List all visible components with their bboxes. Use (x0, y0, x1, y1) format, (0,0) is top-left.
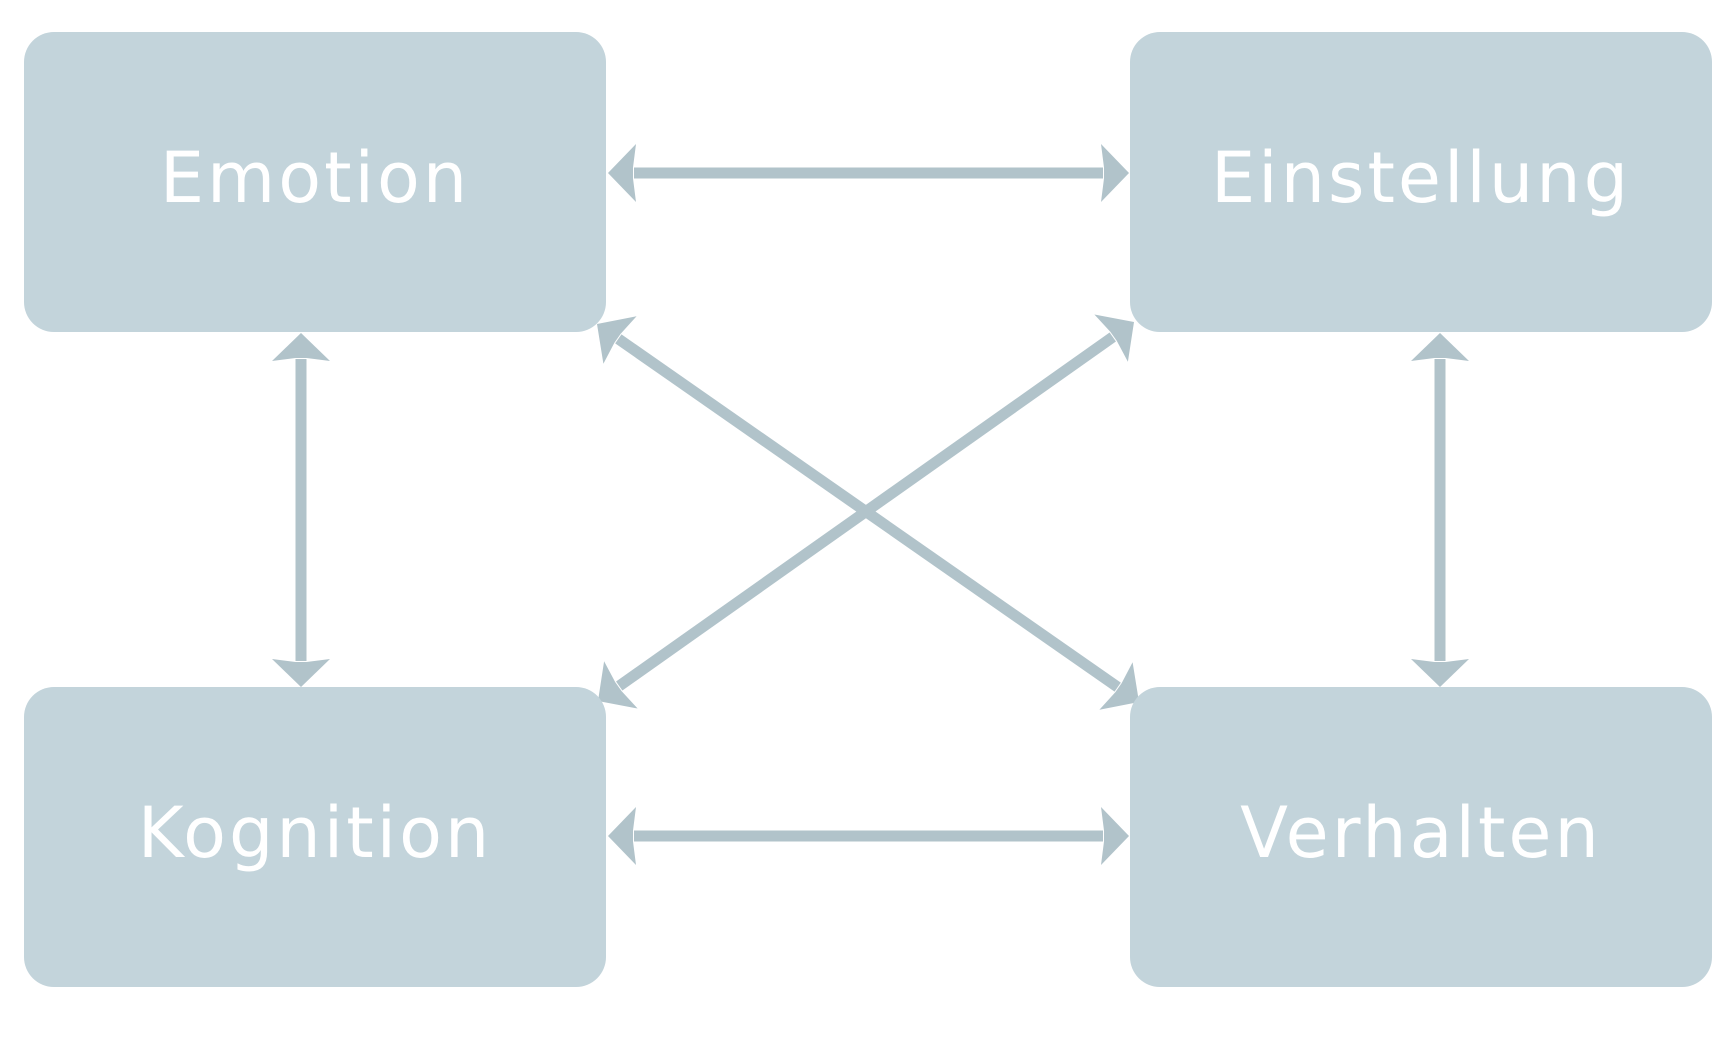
node-emotion: Emotion (24, 32, 606, 332)
arrowhead-kognition-verhalten-start (608, 807, 636, 865)
arrowhead-emotion-einstellung-start (608, 144, 636, 202)
node-emotion-label: Emotion (159, 137, 471, 219)
node-einstellung-label: Einstellung (1210, 137, 1632, 219)
arrowhead-kognition-verhalten-end (1101, 807, 1129, 865)
node-einstellung: Einstellung (1130, 32, 1712, 332)
node-verhalten-label: Verhalten (1240, 792, 1602, 874)
connector-einstellung-kognition (616, 332, 1116, 691)
node-kognition-label: Kognition (137, 792, 493, 874)
arrowhead-einstellung-kognition-start (1094, 314, 1134, 362)
arrowhead-emotion-verhalten-start (597, 316, 637, 364)
arrowhead-einstellung-verhalten-start (1411, 333, 1469, 361)
node-kognition: Kognition (24, 687, 606, 987)
node-verhalten: Verhalten (1130, 687, 1712, 987)
arrowhead-emotion-kognition-start (272, 333, 330, 361)
arrowhead-emotion-verhalten-end (1099, 662, 1139, 710)
arrowhead-einstellung-kognition-end (598, 661, 638, 709)
arrowhead-einstellung-verhalten-end (1411, 659, 1469, 687)
arrowhead-emotion-einstellung-end (1101, 144, 1129, 202)
arrowhead-emotion-kognition-end (272, 659, 330, 687)
